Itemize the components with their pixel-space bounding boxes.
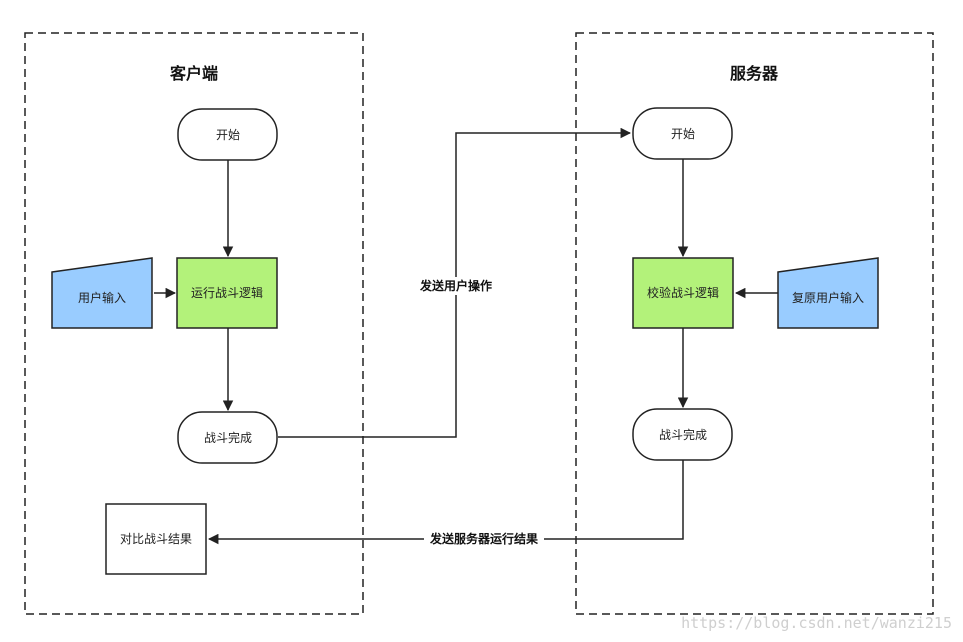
server-battle-done-node: 战斗完成	[632, 408, 733, 461]
edge-label-bg	[412, 277, 500, 295]
compare-result-node: 对比战斗结果	[105, 503, 207, 575]
edge-server-done-to-compare	[207, 460, 684, 545]
verify-logic-label: 校验战斗逻辑	[647, 285, 719, 300]
server-title: 服务器	[730, 64, 779, 83]
run-logic-label: 运行战斗逻辑	[191, 286, 263, 300]
verify-logic-node: 校验战斗逻辑	[632, 257, 734, 329]
restore-input-node: 复原用户输入	[777, 257, 879, 329]
user-input-label: 用户输入	[78, 290, 126, 305]
restore-input-label: 复原用户输入	[792, 290, 864, 305]
compare-result-label: 对比战斗结果	[120, 532, 192, 546]
client-start-node: 开始	[177, 108, 278, 161]
client-title: 客户端	[170, 64, 218, 83]
edge-label-send-server-result: 发送服务器运行结果	[429, 531, 538, 546]
server-start-node: 开始	[632, 107, 733, 160]
client-battle-done-node: 战斗完成	[177, 411, 278, 464]
run-logic-node: 运行战斗逻辑	[176, 257, 278, 329]
client-lane	[24, 32, 364, 615]
server-lane	[575, 32, 934, 615]
client-battle-done-label: 战斗完成	[204, 430, 252, 445]
connectors	[154, 127, 778, 545]
edge-label-send-user-ops: 发送用户操作	[419, 278, 492, 293]
server-start-label: 开始	[671, 127, 695, 141]
user-input-node: 用户输入	[51, 257, 153, 329]
client-start-label: 开始	[216, 128, 240, 142]
watermark-text: https://blog.csdn.net/wanzi215	[681, 614, 952, 632]
edge-label-bg	[424, 530, 544, 548]
server-battle-done-label: 战斗完成	[659, 427, 707, 442]
